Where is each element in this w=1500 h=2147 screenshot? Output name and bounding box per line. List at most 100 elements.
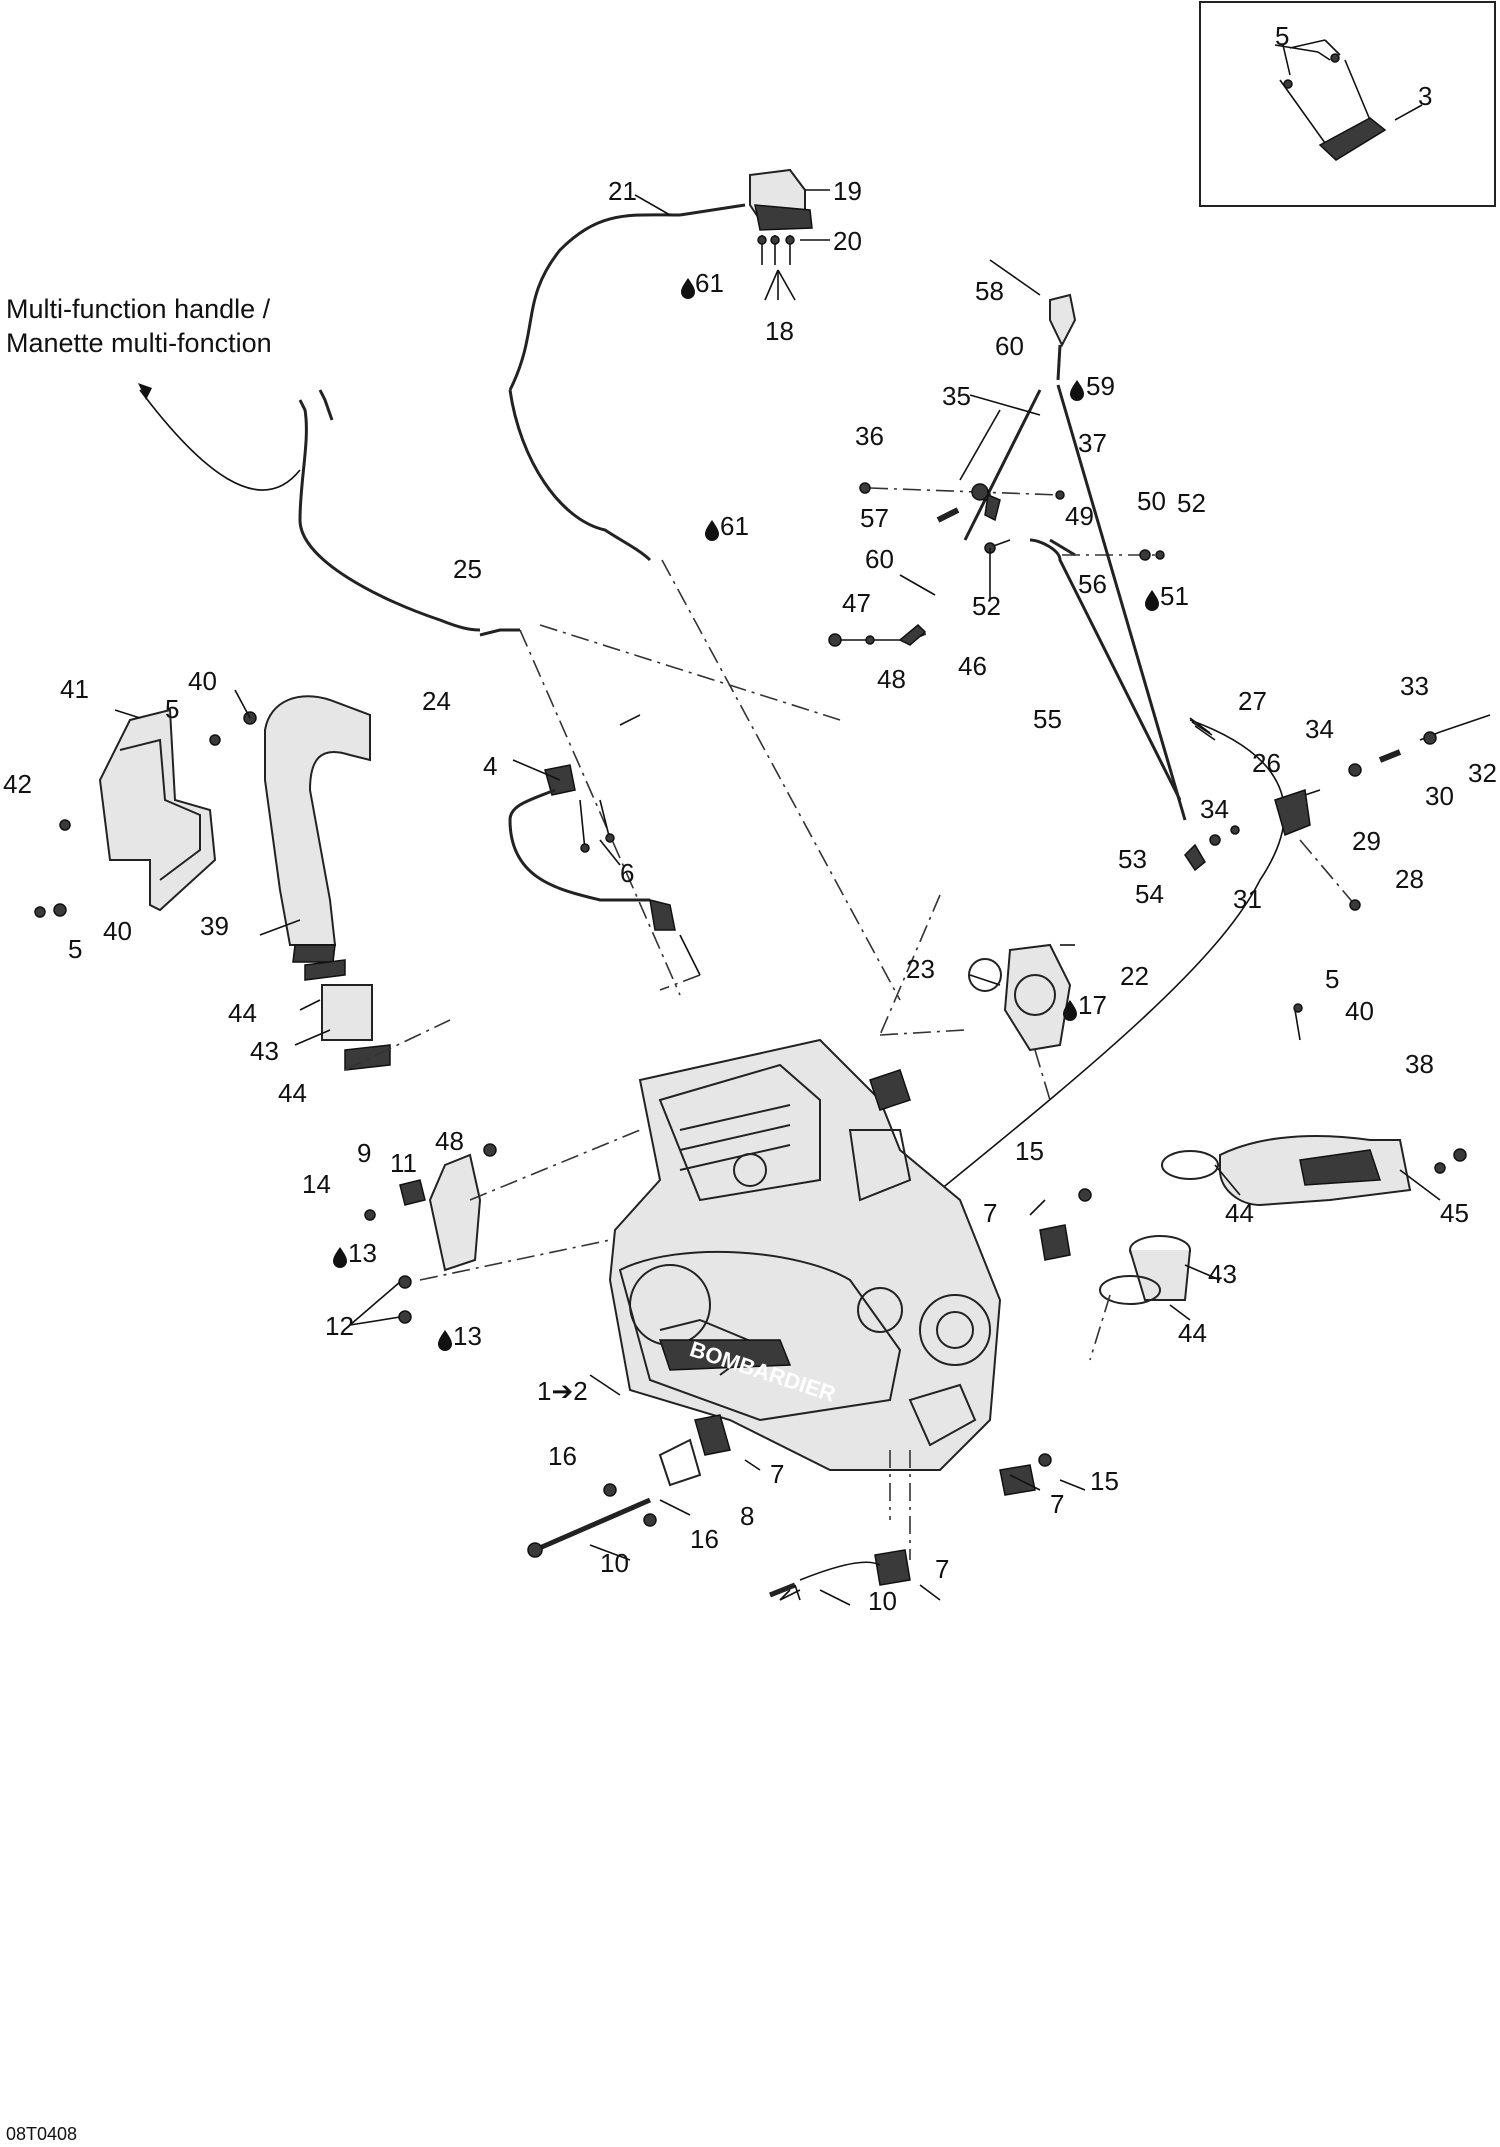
callout-57: 57 [860, 503, 889, 533]
callout-11: 11 [390, 1148, 417, 1178]
callout-21: 21 [608, 176, 637, 206]
callout-47: 47 [842, 588, 871, 618]
callout-58: 58 [975, 276, 1004, 306]
callout-12: 12 [325, 1311, 354, 1341]
callout-25: 25 [453, 554, 482, 584]
oil-drop-icon [1145, 590, 1159, 611]
callout-22: 22 [1120, 961, 1149, 991]
callout-31: 31 [1233, 884, 1262, 914]
callout-24: 24 [422, 686, 451, 716]
callout-44-top: 44 [228, 998, 257, 1028]
callout-8: 8 [740, 1501, 754, 1531]
muffler-part [1219, 1003, 1467, 1207]
callout-54: 54 [1135, 879, 1164, 909]
oil-drop-icon [1070, 380, 1084, 401]
caption-line-1: Multi-function handle / [6, 294, 271, 324]
callout-44-right-top: 44 [1225, 1198, 1254, 1228]
oil-drop-icon [333, 1247, 347, 1268]
callout-5-inset: 5 [1275, 21, 1289, 51]
callout-48-top: 48 [877, 664, 906, 694]
callout-9: 9 [357, 1138, 371, 1168]
callout-33: 33 [1400, 671, 1429, 701]
handle-caption: Multi-function handle / Manette multi-fo… [6, 294, 272, 358]
callout-53: 53 [1118, 844, 1147, 874]
callout-37: 37 [1078, 428, 1107, 458]
callout-49: 49 [1065, 501, 1094, 531]
callout-41: 41 [60, 674, 89, 704]
callout-5-right: 5 [1325, 964, 1339, 994]
callout-39: 39 [200, 911, 229, 941]
callout-60-top: 60 [995, 331, 1024, 361]
callout-3: 3 [1418, 81, 1432, 111]
handle-cable [138, 213, 901, 1001]
muffler-clamps [1089, 1150, 1219, 1361]
callout-36: 36 [855, 421, 884, 451]
callout-10-bottom: 10 [868, 1586, 897, 1616]
callout-7-top: 7 [983, 1198, 997, 1228]
shift-lever-assembly [828, 293, 1182, 801]
callout-34-mid: 34 [1200, 794, 1229, 824]
callout-13-bottom: 13 [453, 1321, 482, 1351]
callout-55: 55 [1033, 704, 1062, 734]
callout-38: 38 [1405, 1049, 1434, 1079]
callout-5-bottom: 5 [68, 934, 82, 964]
callout-10-left: 10 [600, 1548, 629, 1578]
callout-43-left: 43 [250, 1036, 279, 1066]
callout-52-right: 52 [1177, 488, 1206, 518]
callout-45: 45 [1440, 1198, 1469, 1228]
callout-4: 4 [483, 751, 497, 781]
brand-plate [658, 1339, 792, 1371]
callout-52-mid: 52 [972, 591, 1001, 621]
callout-23: 23 [906, 954, 935, 984]
callout-59: 59 [1086, 371, 1115, 401]
callout-13-top: 13 [348, 1238, 377, 1268]
callout-61-top: 61 [695, 268, 724, 298]
callout-6: 6 [620, 858, 634, 888]
throttle-body-part [879, 894, 1072, 1101]
callout-14: 14 [302, 1169, 331, 1199]
callout-20: 20 [833, 226, 862, 256]
callout-26: 26 [1252, 748, 1281, 778]
callout-32: 32 [1468, 758, 1497, 788]
callout-42: 42 [3, 769, 32, 799]
throttle-handle-part [679, 168, 830, 301]
engine-assembly: BOMBARDIER [608, 1038, 1002, 1560]
callout-61-mid: 61 [720, 511, 749, 541]
callout-60-mid: 60 [865, 544, 894, 574]
callout-40-top: 40 [188, 666, 217, 696]
callout-48-left: 48 [435, 1126, 464, 1156]
bracket-inset-part [1318, 117, 1387, 161]
callout-5-top: 5 [165, 694, 179, 724]
shift-linkage [939, 384, 1491, 1191]
callout-28: 28 [1395, 864, 1424, 894]
figure-code: 08T0408 [6, 2124, 77, 2144]
callout-18: 18 [765, 316, 794, 346]
heat-shield-part [34, 708, 217, 918]
callout-51: 51 [1160, 581, 1189, 611]
callout-46: 46 [958, 651, 987, 681]
callout-16-bottom: 16 [690, 1524, 719, 1554]
callout-15-bottom: 15 [1090, 1466, 1119, 1496]
oil-drop-icon [705, 520, 719, 541]
leader-lines [114, 44, 1441, 1606]
callout-43-right: 43 [1208, 1259, 1237, 1289]
callout-30: 30 [1425, 781, 1454, 811]
ignition-coil-part [508, 764, 701, 991]
callout-17: 17 [1078, 990, 1107, 1020]
callout-56: 56 [1078, 569, 1107, 599]
callout-40-bottom: 40 [103, 916, 132, 946]
callout-27: 27 [1238, 686, 1267, 716]
callout-44-right-bottom: 44 [1178, 1318, 1207, 1348]
lower-mounts [527, 1188, 1092, 1601]
callout-1-2: 1➔2 [537, 1376, 588, 1406]
callout-19: 19 [833, 176, 862, 206]
callout-50: 50 [1137, 486, 1166, 516]
callout-35: 35 [942, 381, 971, 411]
callout-labels: 5 3 21 19 20 61 18 58 60 59 35 36 37 57 … [3, 21, 1497, 1616]
inset-panel [1199, 1, 1496, 207]
caption-line-2: Manette multi-fonction [6, 328, 272, 358]
callout-7-mid: 7 [770, 1459, 784, 1489]
callout-15-top: 15 [1015, 1136, 1044, 1166]
callout-34-top: 34 [1305, 714, 1334, 744]
